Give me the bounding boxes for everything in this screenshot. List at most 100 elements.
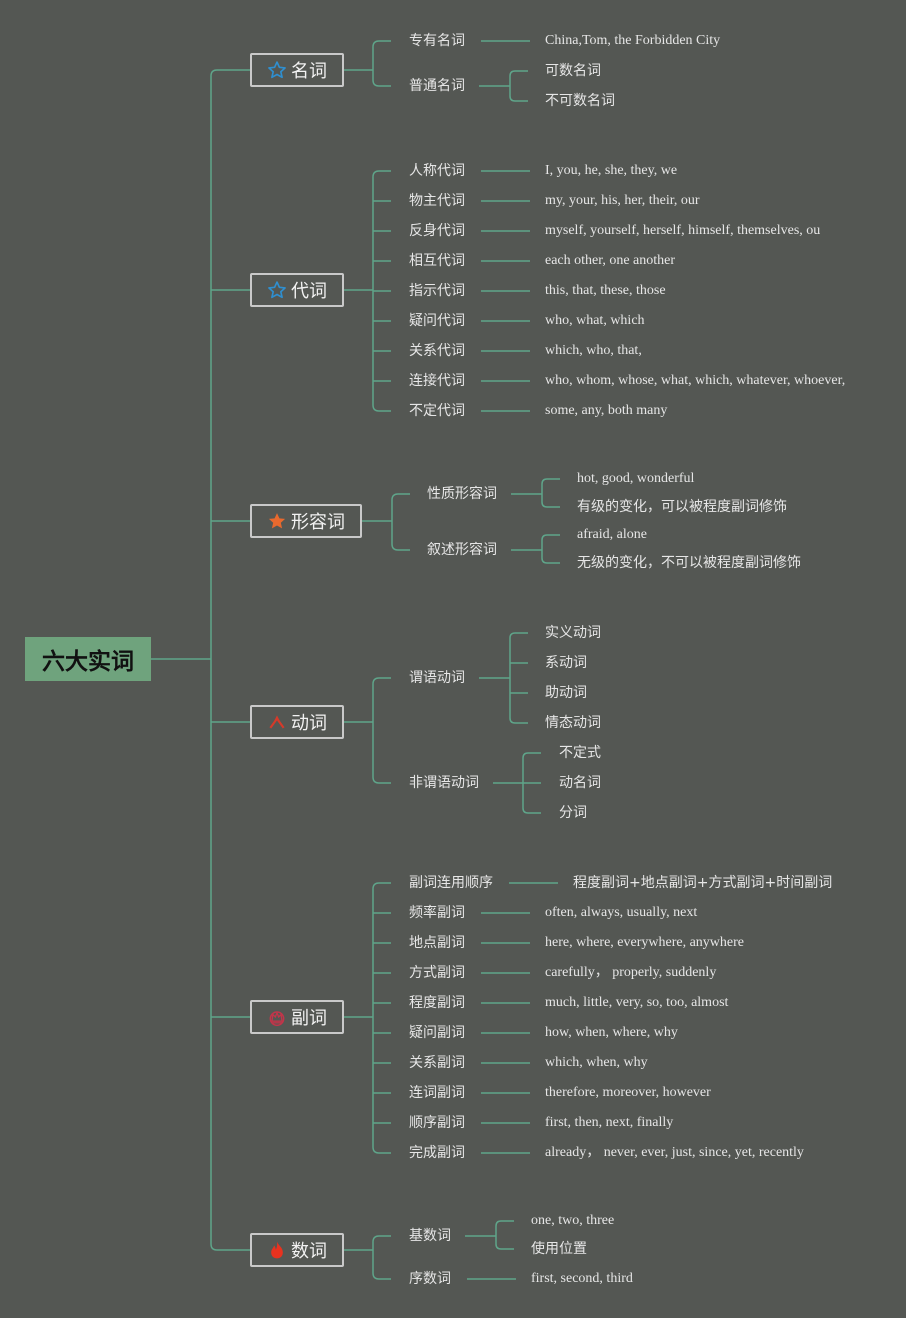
subcategory-node[interactable]: 序数词	[409, 1271, 451, 1287]
star-outline-icon	[267, 280, 287, 300]
sub-3-branch-0	[372, 677, 391, 685]
leaf-node[interactable]: 无级的变化，不可以被程度副词修饰	[577, 555, 801, 571]
category-node[interactable]: 形容词	[250, 504, 362, 538]
subcategory-node[interactable]: 非谓语动词	[409, 775, 479, 791]
subcategory-node[interactable]: 叙述形容词	[427, 542, 497, 558]
leaf-node[interactable]: 助动词	[545, 685, 587, 701]
crown-icon	[267, 1007, 287, 1027]
leaf-node[interactable]: 情态动词	[545, 715, 601, 731]
leaf-node[interactable]: which, when, why	[545, 1055, 648, 1070]
sub-3-branch-1	[372, 776, 391, 784]
leaf-3-0-branch-0	[509, 632, 528, 639]
subcategory-node[interactable]: 谓语动词	[409, 670, 465, 686]
subcategory-node[interactable]: 基数词	[409, 1228, 451, 1244]
category-node[interactable]: 动词	[250, 705, 344, 739]
leaf-2-0-branch-0	[541, 478, 560, 485]
category-label: 数词	[291, 1241, 327, 1262]
leaf-node[interactable]: this, that, these, those	[545, 283, 666, 298]
category-node[interactable]: 副词	[250, 1000, 344, 1034]
leaf-node[interactable]: China,Tom, the Forbidden City	[545, 33, 721, 48]
sub-0-branch-1	[372, 79, 391, 87]
leaf-node[interactable]: much, little, very, so, too, almost	[545, 995, 729, 1010]
subcategory-node[interactable]: 物主代词	[409, 193, 465, 209]
subcategory-node[interactable]: 反身代词	[409, 223, 465, 239]
subcategory-node[interactable]: 不定代词	[409, 403, 465, 419]
leaf-0-1-branch-1	[509, 95, 528, 102]
leaf-node[interactable]: who, whom, whose, what, which, whatever,…	[545, 373, 846, 388]
subcategory-node[interactable]: 疑问副词	[409, 1025, 465, 1041]
subcategory-node[interactable]: 连接代词	[409, 373, 465, 389]
leaf-3-0-branch-3	[509, 717, 528, 724]
leaf-5-0-branch-1	[495, 1243, 514, 1250]
category-label: 动词	[291, 713, 327, 734]
root-node[interactable]: 六大实词	[25, 637, 151, 681]
leaf-node[interactable]: 实义动词	[545, 625, 601, 641]
flame-icon	[267, 1240, 287, 1260]
leaf-node[interactable]: 有级的变化，可以被程度副词修饰	[577, 499, 787, 515]
leaf-node[interactable]: how, when, where, why	[545, 1025, 678, 1040]
subcategory-node[interactable]: 频率副词	[409, 905, 465, 921]
leaf-node[interactable]: already， never, ever, just, since, yet, …	[545, 1145, 804, 1160]
leaf-0-1-branch-0	[509, 70, 528, 77]
leaf-node[interactable]: 分词	[559, 805, 587, 821]
leaf-node[interactable]: my, your, his, her, their, our	[545, 193, 700, 208]
root-label: 六大实词	[42, 649, 134, 675]
subcategory-node[interactable]: 专有名词	[409, 33, 465, 49]
category-node[interactable]: 名词	[250, 53, 344, 87]
sub-2-branch-1	[391, 543, 410, 551]
subcategory-node[interactable]: 关系代词	[409, 343, 465, 359]
category-label: 名词	[291, 61, 327, 82]
category-node[interactable]: 数词	[250, 1233, 344, 1267]
sub-5-branch-0	[372, 1235, 391, 1243]
sub-4-branch-0	[372, 882, 391, 890]
category-branch-0	[210, 69, 229, 77]
leaf-2-1-branch-1	[541, 557, 560, 564]
leaf-5-0-branch-0	[495, 1220, 514, 1227]
leaf-node[interactable]: each other, one another	[545, 253, 676, 268]
subcategory-node[interactable]: 性质形容词	[427, 486, 497, 502]
subcategory-node[interactable]: 指示代词	[409, 283, 465, 299]
leaf-node[interactable]: first, then, next, finally	[545, 1115, 674, 1130]
leaf-node[interactable]: which, who, that,	[545, 343, 642, 358]
leaf-node[interactable]: 不定式	[559, 745, 601, 761]
leaf-node[interactable]: 系动词	[545, 655, 587, 671]
subcategory-node[interactable]: 普通名词	[409, 78, 465, 94]
leaf-node[interactable]: who, what, which	[545, 313, 645, 328]
subcategory-node[interactable]: 人称代词	[409, 163, 465, 179]
leaf-node[interactable]: first, second, third	[531, 1271, 633, 1286]
category-branch-5	[210, 1243, 229, 1251]
leaf-node[interactable]: myself, yourself, herself, himself, them…	[545, 223, 821, 238]
leaf-node[interactable]: afraid, alone	[577, 527, 647, 542]
leaf-node[interactable]: carefully， properly, suddenly	[545, 965, 717, 980]
leaf-node[interactable]: therefore, moreover, however	[545, 1085, 711, 1100]
leaf-node[interactable]: 程度副词+地点副词+方式副词+时间副词	[573, 875, 833, 891]
subcategory-node[interactable]: 连词副词	[409, 1085, 465, 1101]
category-node[interactable]: 代词	[250, 273, 344, 307]
leaf-node[interactable]: 动名词	[559, 775, 601, 791]
leaf-node[interactable]: here, where, everywhere, anywhere	[545, 935, 744, 950]
subcategory-node[interactable]: 疑问代词	[409, 313, 465, 329]
star-filled-icon	[267, 511, 287, 531]
subcategory-node[interactable]: 相互代词	[409, 253, 465, 269]
sub-1-branch-8	[372, 404, 391, 412]
subcategory-node[interactable]: 副词连用顺序	[409, 875, 493, 891]
leaf-node[interactable]: one, two, three	[531, 1213, 615, 1228]
category-label: 形容词	[291, 512, 345, 533]
subcategory-node[interactable]: 地点副词	[409, 935, 465, 951]
leaf-node[interactable]: 可数名词	[545, 63, 601, 79]
chevron-up-icon	[267, 712, 287, 732]
category-label: 代词	[291, 281, 327, 302]
subcategory-node[interactable]: 关系副词	[409, 1055, 465, 1071]
leaf-node[interactable]: 不可数名词	[545, 93, 615, 109]
subcategory-node[interactable]: 顺序副词	[409, 1115, 465, 1131]
leaf-node[interactable]: 使用位置	[531, 1241, 587, 1257]
sub-5-branch-1	[372, 1272, 391, 1280]
leaf-node[interactable]: hot, good, wonderful	[577, 471, 695, 486]
subcategory-node[interactable]: 方式副词	[409, 965, 465, 981]
subcategory-node[interactable]: 完成副词	[409, 1145, 465, 1161]
leaf-node[interactable]: often, always, usually, next	[545, 905, 698, 920]
subcategory-node[interactable]: 程度副词	[409, 995, 465, 1011]
leaf-node[interactable]: some, any, both many	[545, 403, 668, 418]
leaf-node[interactable]: I, you, he, she, they, we	[545, 163, 678, 178]
